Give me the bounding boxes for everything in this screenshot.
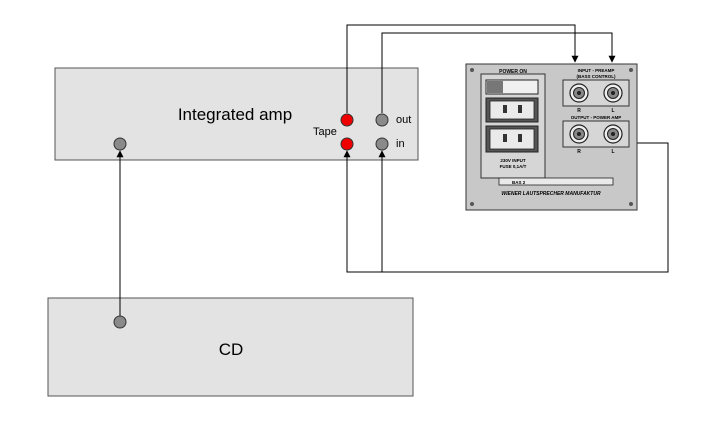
input-l-label: L <box>611 108 614 114</box>
output-r-label: R <box>577 149 581 155</box>
bass-unit-back-panel: POWER ON 230V INPUT FUSE 0,1A/T INPUT - … <box>465 63 638 211</box>
input-label: INPUT - PREAMP <box>578 68 615 73</box>
power-label: POWER ON <box>499 69 527 75</box>
tape-in-jack <box>340 137 354 151</box>
in-jack <box>375 137 389 151</box>
output-label: OUTPUT - POWER AMP <box>571 115 622 120</box>
cd-player-box <box>47 297 414 397</box>
tape-label: Tape <box>313 126 337 138</box>
out-label: out <box>396 114 411 126</box>
cd-title: CD <box>219 340 244 359</box>
in-label: in <box>396 138 405 150</box>
cd-output-jack <box>113 315 127 329</box>
voltage-label: 230V INPUT <box>500 158 526 163</box>
wires <box>116 24 669 316</box>
out-jack <box>375 113 389 127</box>
input-sub-label: (BASS CONTROL) <box>577 74 616 79</box>
integrated-amp-title: Integrated amp <box>178 105 292 124</box>
tape-out-jack <box>340 113 354 127</box>
wire-poweramp-return <box>343 142 669 273</box>
model-plate <box>498 177 614 186</box>
wire-out-to-input-l <box>381 32 616 113</box>
wire-tape-out-to-input-r <box>346 24 579 113</box>
fuse-label: FUSE 0,1A/T <box>500 164 527 169</box>
input-r-label: R <box>577 108 581 114</box>
maker-label: WIENER LAUTSPRECHER MANUFAKTUR <box>501 191 601 197</box>
model-label: BAS 2 <box>512 180 526 185</box>
amp-cd-input-jack <box>113 137 127 151</box>
output-l-label: L <box>611 149 614 155</box>
